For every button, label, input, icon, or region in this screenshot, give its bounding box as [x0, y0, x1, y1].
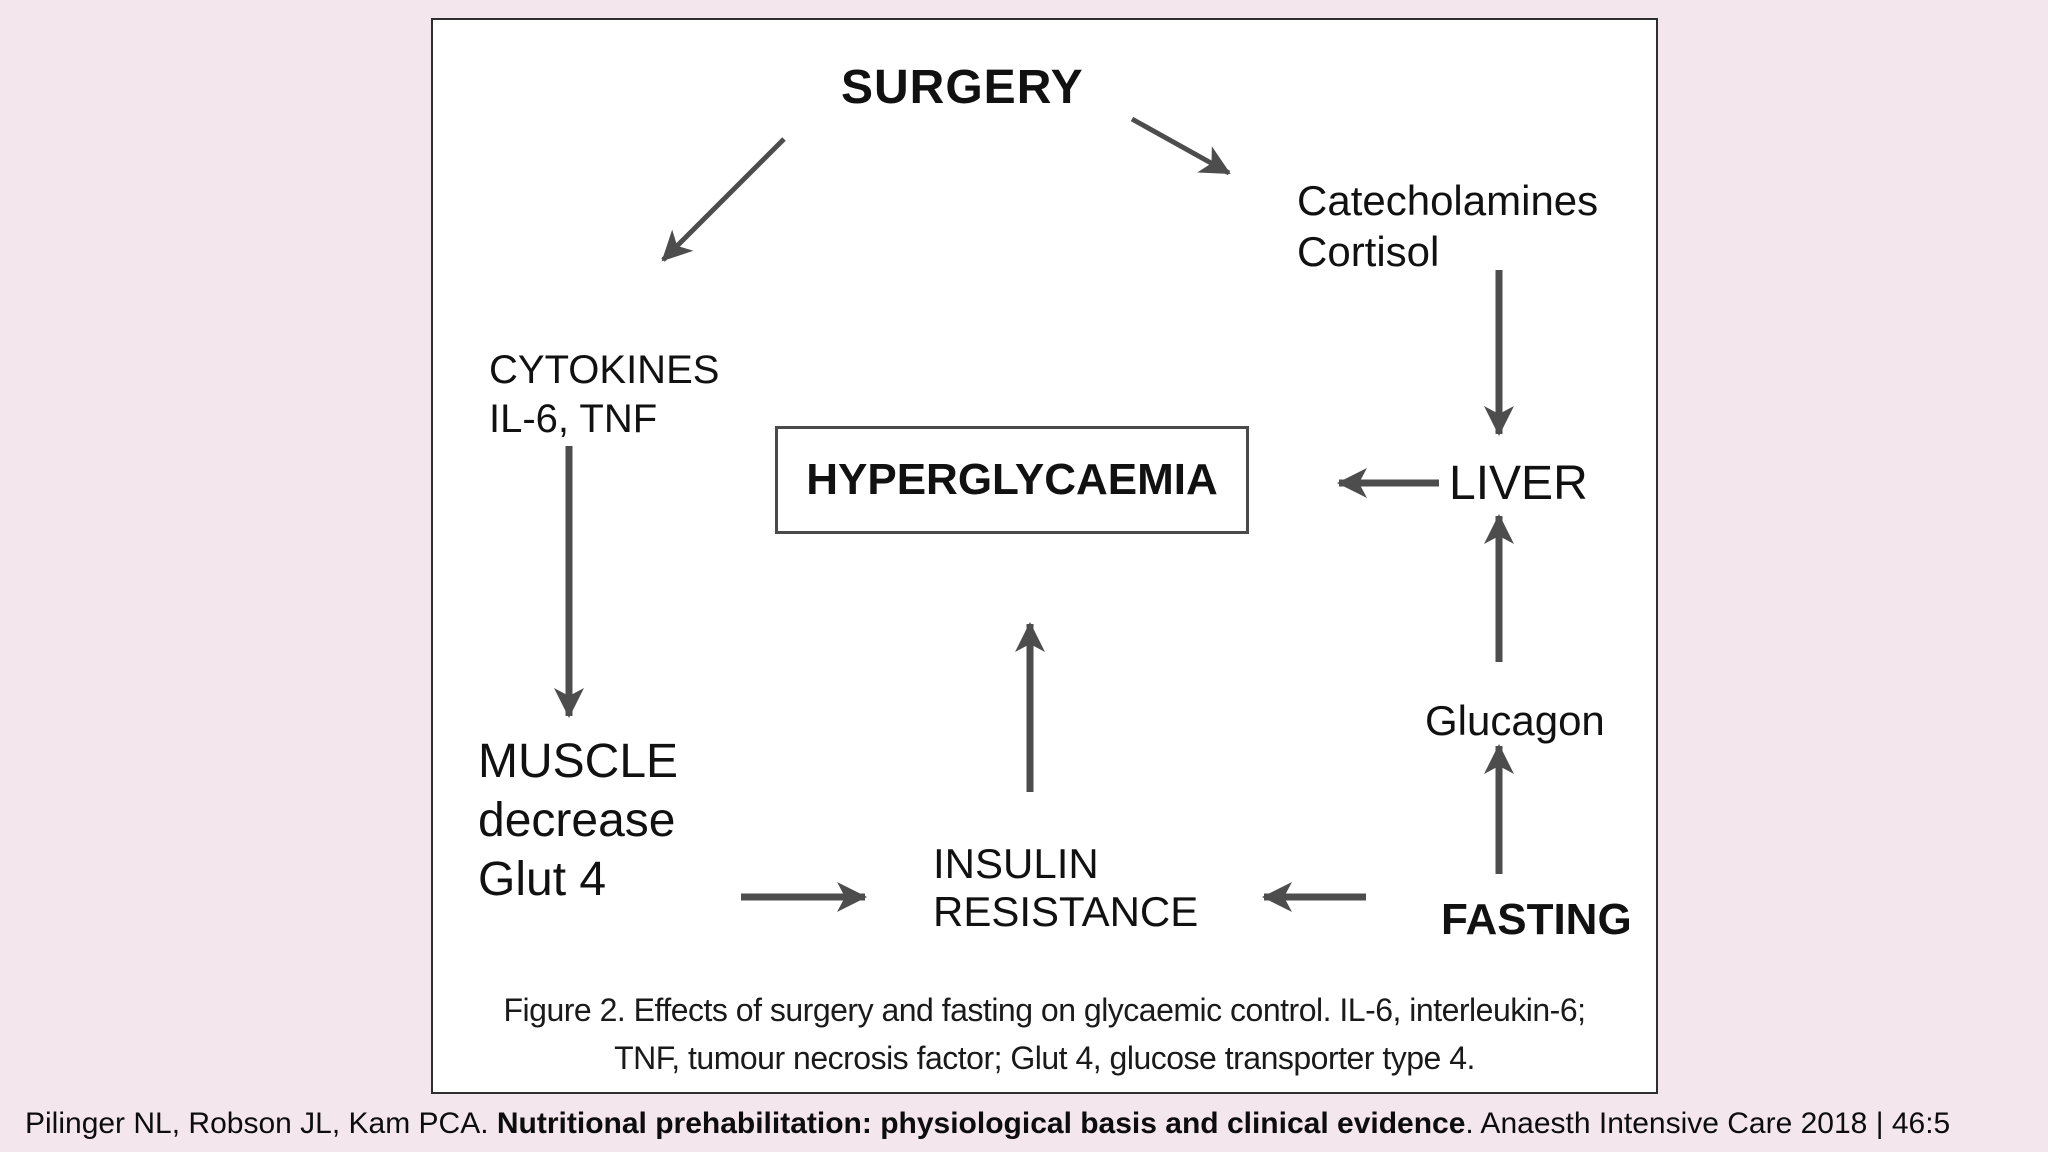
node-catecholamines: Catecholamines Cortisol [1297, 175, 1598, 277]
citation-line: Pilinger NL, Robson JL, Kam PCA. Nutriti… [25, 1106, 1950, 1142]
node-hyperglycaemia-box: HYPERGLYCAEMIA [775, 426, 1249, 534]
decrease-line: decrease [478, 794, 676, 847]
node-fasting: FASTING [1441, 895, 1632, 944]
node-surgery: SURGERY [841, 61, 1084, 114]
citation-title: Nutritional prehabilitation: physiologic… [496, 1107, 1466, 1140]
figure-panel: SURGERY Catecholamines Cortisol CYTOKINE… [431, 18, 1658, 1094]
node-cytokines: CYTOKINES IL-6, TNF [489, 346, 719, 444]
glut4-line: Glut 4 [478, 853, 607, 906]
catecholamines-line: Catecholamines [1297, 177, 1599, 224]
insulin-line: INSULIN [933, 840, 1099, 887]
cortisol-line: Cortisol [1297, 228, 1440, 275]
node-liver: LIVER [1449, 457, 1588, 510]
figure-caption: Figure 2. Effects of surgery and fasting… [433, 986, 1656, 1082]
caption-line-1: Figure 2. Effects of surgery and fasting… [503, 992, 1586, 1028]
citation-authors: Pilinger NL, Robson JL, Kam PCA. [25, 1107, 497, 1140]
citation-journal: . Anaesth Intensive Care 2018 | 46:5 [1465, 1107, 1951, 1140]
node-insulin-resistance: INSULIN RESISTANCE [933, 840, 1198, 936]
node-glucagon: Glucagon [1425, 697, 1605, 744]
caption-line-2: TNF, tumour necrosis factor; Glut 4, glu… [614, 1040, 1475, 1076]
cytokines-line: CYTOKINES [489, 348, 720, 392]
arrow-surgery-to-cytokines [661, 137, 786, 262]
muscle-line: MUSCLE [478, 735, 679, 788]
hyperglycaemia-label: HYPERGLYCAEMIA [806, 455, 1218, 505]
il6-tnf-line: IL-6, TNF [489, 397, 658, 441]
node-muscle: MUSCLE decrease Glut 4 [478, 732, 678, 909]
arrow-surgery-to-catecholamines [1130, 116, 1231, 176]
resistance-line: RESISTANCE [933, 888, 1199, 935]
diagram-arrows [554, 116, 1514, 912]
